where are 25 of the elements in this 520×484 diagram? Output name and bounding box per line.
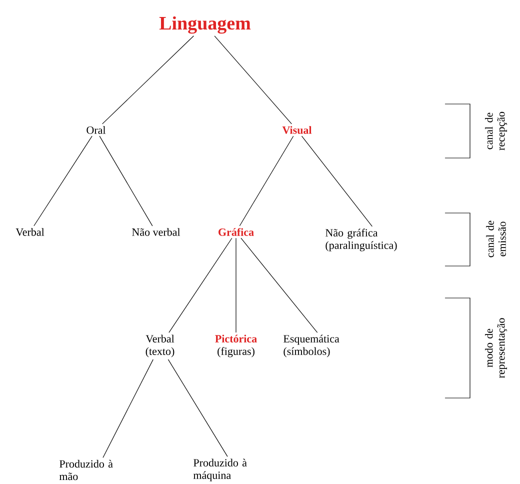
node-label: Pictórica (figuras)	[215, 334, 257, 358]
node-label: Verbal (texto)	[146, 334, 174, 358]
node-label: Oral	[86, 126, 106, 134]
title-text: Linguagem	[159, 16, 251, 34]
connector-line	[301, 136, 372, 227]
node-label: Verbal	[16, 228, 44, 236]
node-label: Não verbal	[132, 228, 180, 236]
connector-line	[99, 136, 153, 226]
node-label: Esquemática (símbolos)	[284, 334, 340, 358]
node-label: Produzido à máquina	[193, 458, 247, 482]
node-label: Produzido à mão	[59, 460, 113, 480]
connector-line	[34, 136, 92, 226]
connector-line	[239, 136, 294, 226]
node-label: Não gráfica (paralinguística)	[326, 228, 397, 252]
connector-line	[102, 359, 154, 458]
connector-line	[168, 359, 228, 457]
bracket-label: canal de emissão	[486, 220, 506, 258]
node-label: Visual	[282, 126, 312, 134]
connector-line	[102, 36, 194, 124]
bracket-label: modo de representação	[485, 318, 507, 378]
connector-line	[214, 36, 292, 124]
connector-line	[240, 238, 318, 333]
node-label: Gráfica	[218, 228, 254, 236]
bracket-label: canal de recepção	[485, 112, 507, 150]
connector-line	[168, 238, 232, 333]
